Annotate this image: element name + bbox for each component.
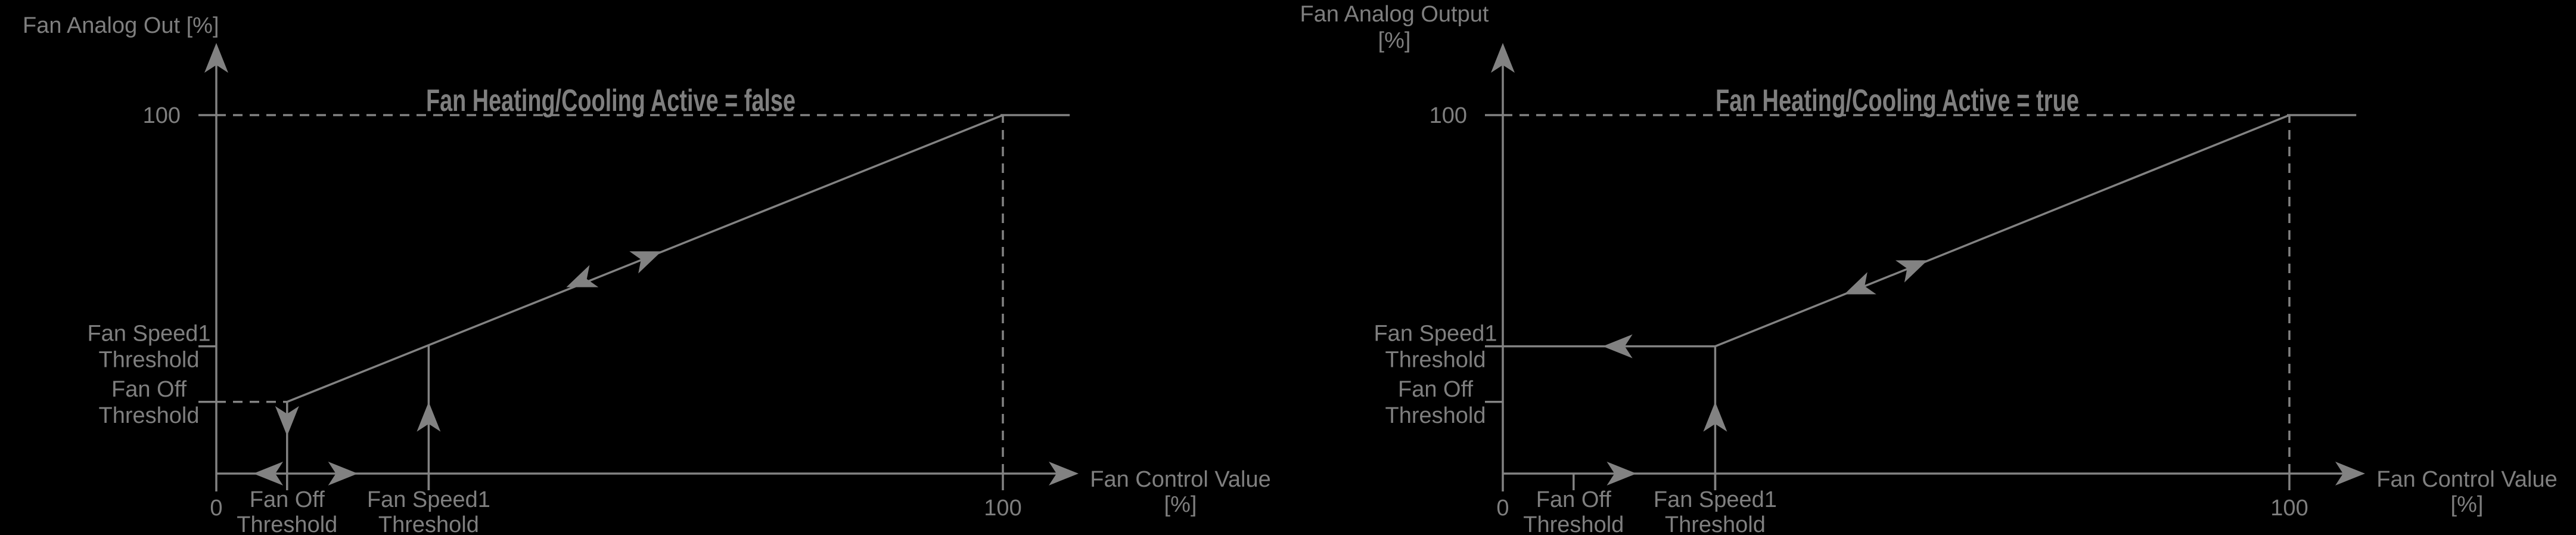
curve-decrease-arrow-icon [566, 265, 599, 287]
y-tick-label: Threshold [99, 348, 200, 373]
x-tick-label: Fan Off [1536, 487, 1611, 512]
x-tick-label: Threshold [1665, 512, 1766, 535]
x-tick-label: Threshold [378, 512, 479, 535]
y-tick-label: Fan Speed1 [1374, 321, 1497, 347]
x-tick-label: 100 [984, 496, 1021, 521]
y-tick-label: Threshold [1385, 403, 1486, 428]
fan-speed1-rise-arrow-icon [1703, 401, 1727, 432]
y-axis-arrow-icon [1491, 43, 1515, 73]
speed1-hold-arrow-icon [1602, 334, 1633, 358]
y-tick-label: Threshold [1385, 348, 1486, 373]
x-tick-label: Threshold [237, 512, 337, 535]
x-tick-label: Fan Speed1 [367, 487, 490, 512]
y-tick-label: Fan Speed1 [87, 321, 210, 347]
x-axis-title: Fan Control Value [2376, 467, 2557, 492]
x-axis-arrow-icon [1049, 462, 1079, 485]
x-axis-arrow-icon [2335, 462, 2365, 485]
x-axis-title: Fan Control Value [1090, 467, 1270, 492]
x-tick-label: 100 [2270, 496, 2308, 521]
chart-fan-heating-cooling-true: Fan Heating/Cooling Active = true Fan Ana… [1300, 2, 2558, 535]
x-tick-label: 0 [210, 496, 222, 521]
y-tick-label: Fan Off [111, 377, 187, 402]
x-axis-title: [%] [2451, 492, 2484, 517]
y-axis-arrow-icon [204, 43, 228, 73]
y-tick-label: 100 [143, 103, 181, 128]
x-tick-label: Fan Speed1 [1654, 487, 1777, 512]
fan-output-curve [1503, 114, 2357, 348]
y-tick-label: Threshold [99, 403, 200, 428]
y-axis-title: [%] [1378, 28, 1411, 53]
fan-output-curve [287, 114, 1070, 403]
x-tick-label: 0 [1496, 496, 1509, 521]
y-axis-title: Fan Analog Out [%] [23, 13, 219, 38]
curve-decrease-arrow-icon [1844, 272, 1876, 295]
fan-off-drop-arrow-icon [275, 406, 299, 436]
y-tick-label: 100 [1430, 103, 1467, 128]
x-axis-title: [%] [1164, 492, 1197, 517]
chart-fan-heating-cooling-false: Fan Heating/Cooling Active = false Fan An… [23, 13, 1271, 535]
x-tick-label: Threshold [1523, 512, 1624, 535]
y-tick-label: Fan Off [1398, 377, 1473, 402]
y-axis-title: Fan Analog Output [1300, 2, 1489, 27]
control-increase-arrow-icon [328, 462, 358, 485]
control-decrease-arrow-icon [253, 462, 284, 485]
chart-title: Fan Heating/Cooling Active = true [1716, 84, 2079, 118]
x-tick-label: Fan Off [250, 487, 325, 512]
curve-increase-arrow-icon [629, 251, 662, 274]
curve-increase-arrow-icon [1895, 260, 1928, 283]
chart-title: Fan Heating/Cooling Active = false [426, 84, 796, 118]
fan-speed1-rise-arrow-icon [417, 401, 441, 432]
control-increase-arrow-icon [1606, 462, 1637, 485]
